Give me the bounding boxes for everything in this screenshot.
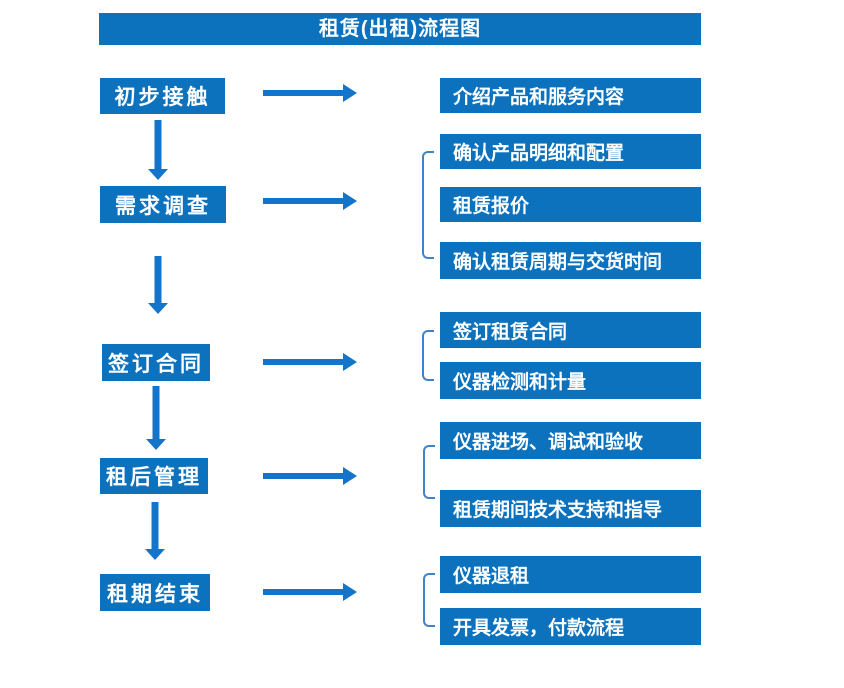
right-arrow-icon <box>263 467 357 485</box>
step-box-sign-contract: 签订合同 <box>102 344 210 381</box>
arrow-head-icon <box>145 549 165 560</box>
flowchart-title: 租赁(出租)流程图 <box>99 13 701 45</box>
down-arrow-icon <box>146 386 166 450</box>
step-box-initial-contact: 初步接触 <box>100 78 225 114</box>
group-bracket <box>423 573 435 627</box>
arrow-shaft <box>154 256 162 303</box>
arrow-shaft <box>152 386 160 439</box>
arrow-head-icon <box>343 84 357 102</box>
arrow-shaft <box>263 359 343 365</box>
output-box-instrument-setup: 仪器进场、调试和验收 <box>440 422 701 459</box>
right-arrow-icon <box>263 583 357 601</box>
step-box-demand-survey: 需求调查 <box>100 186 226 223</box>
output-box-confirm-product-details: 确认产品明细和配置 <box>440 134 701 169</box>
arrow-head-icon <box>343 467 357 485</box>
output-box-introduce-products: 介绍产品和服务内容 <box>440 78 701 113</box>
arrow-shaft <box>263 589 343 595</box>
arrow-head-icon <box>343 583 357 601</box>
arrow-head-icon <box>146 439 166 450</box>
arrow-head-icon <box>148 303 168 314</box>
step-box-post-rental-management: 租后管理 <box>100 458 208 494</box>
down-arrow-icon <box>145 502 165 560</box>
group-bracket <box>422 330 434 381</box>
arrow-shaft <box>154 120 162 169</box>
output-box-confirm-rental-period: 确认租赁周期与交货时间 <box>440 242 701 279</box>
down-arrow-icon <box>148 256 168 314</box>
output-box-instrument-return: 仪器退租 <box>440 556 701 593</box>
arrow-shaft <box>263 90 343 96</box>
arrow-head-icon <box>343 353 357 371</box>
output-box-sign-rental-contract: 签订租赁合同 <box>440 312 701 348</box>
output-box-instrument-testing: 仪器检测和计量 <box>440 362 701 399</box>
step-box-rental-end: 租期结束 <box>100 574 210 611</box>
right-arrow-icon <box>263 353 357 371</box>
arrow-head-icon <box>343 192 357 210</box>
right-arrow-icon <box>263 84 357 102</box>
down-arrow-icon <box>148 120 168 180</box>
arrow-head-icon <box>148 169 168 180</box>
right-arrow-icon <box>263 192 357 210</box>
arrow-shaft <box>151 502 159 549</box>
arrow-shaft <box>263 198 343 204</box>
output-box-invoice-payment: 开具发票，付款流程 <box>440 608 701 645</box>
output-box-technical-support: 租赁期间技术支持和指导 <box>440 490 701 527</box>
group-bracket <box>423 445 435 499</box>
arrow-shaft <box>263 473 343 479</box>
group-bracket <box>422 151 434 259</box>
output-box-rental-quotation: 租赁报价 <box>440 187 701 222</box>
